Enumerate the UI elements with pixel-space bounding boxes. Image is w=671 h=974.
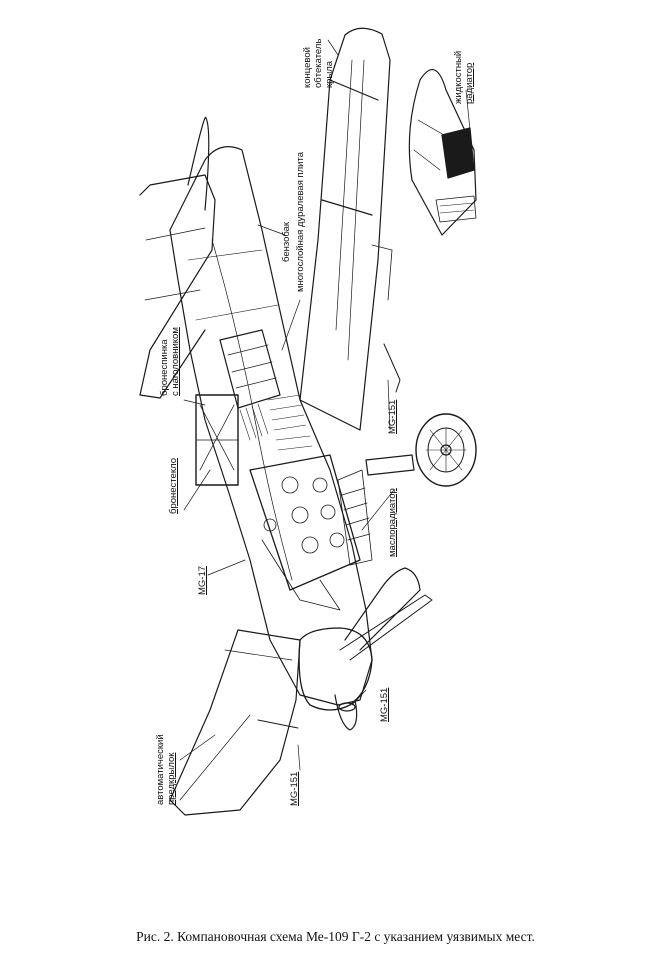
upper-wing <box>299 27 393 431</box>
leader-lines <box>179 39 471 771</box>
lower-wing <box>169 629 301 816</box>
label-wingtip-fairing: концевой обтекатель крыла <box>302 38 335 88</box>
figure-caption: Рис. 2. Компановочная схема Ме-109 Г-2 с… <box>136 929 535 944</box>
fuselage <box>169 146 373 706</box>
label-dural-plate: многослойная дуралевая плита <box>295 151 306 292</box>
tail-section <box>139 116 216 399</box>
oil-radiator-hatch <box>337 469 373 566</box>
structure-hatching <box>239 394 313 451</box>
cockpit <box>195 329 281 486</box>
label-fuel-tank: бензобак <box>281 221 292 262</box>
aircraft-cutaway-drawing <box>139 27 477 816</box>
propeller <box>298 567 433 731</box>
label-mg151-wing: MG-151 <box>387 399 398 434</box>
landing-gear <box>365 343 477 487</box>
label-oil-radiator: маслорадиатор <box>387 488 398 557</box>
label-armor-glass: бронестекло <box>168 457 179 514</box>
label-mg151-lower: MG-151 <box>289 771 300 806</box>
label-mg151-nose: MG-151 <box>379 687 390 722</box>
label-auto-slat: автоматический предкрылок <box>155 734 177 805</box>
label-coolant-radiator: жидкостный радиатор <box>453 50 475 104</box>
coolant-radiator-inset <box>408 69 477 236</box>
label-armor-headrest: бронеспинка с наголовником <box>159 327 181 396</box>
label-mg17: MG-17 <box>197 565 208 595</box>
engine <box>249 454 361 611</box>
